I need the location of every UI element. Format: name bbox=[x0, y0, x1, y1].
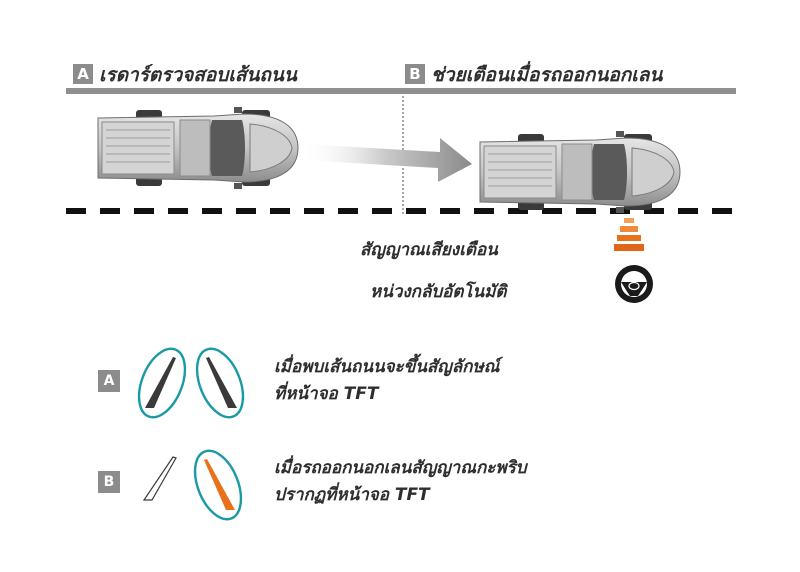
section-a-heading: A เรดาร์ตรวจสอบเส้นถนน bbox=[73, 60, 297, 90]
legend-a-line1: เมื่อพบเส้นถนนจะขึ้นสัญลักษณ์ bbox=[274, 357, 500, 377]
section-b-heading: B ช่วยเตือนเมื่อรถออกนอกเลน bbox=[405, 60, 662, 90]
legend-a-badge: A bbox=[98, 370, 120, 392]
section-b-title: ช่วยเตือนเมื่อรถออกนอกเลน bbox=[431, 64, 663, 86]
caption-warning-sound: สัญญาณเสียงเตือน bbox=[360, 240, 498, 260]
lane-line bbox=[66, 208, 742, 214]
legend-b-line1: เมื่อรถออกนอกเลนสัญญาณกะพริบ bbox=[274, 458, 527, 478]
legend-a-text: เมื่อพบเส้นถนนจะขึ้นสัญลักษณ์ ที่หน้าจอ … bbox=[274, 354, 499, 408]
top-rule bbox=[66, 88, 736, 94]
truck-a-icon bbox=[97, 107, 299, 189]
legend-b-line2: ปรากฏที่หน้าจอ TFT bbox=[274, 485, 430, 505]
lane-warning-icon bbox=[614, 218, 644, 251]
section-b-badge: B bbox=[405, 64, 425, 84]
legend-b-badge: B bbox=[98, 471, 120, 493]
legend-a-line2: ที่หน้าจอ TFT bbox=[274, 384, 379, 404]
caption-auto-steer: หน่วงกลับอัตโนมัติ bbox=[370, 282, 507, 302]
motion-arrow bbox=[300, 138, 472, 182]
lane-detected-icon bbox=[137, 347, 245, 419]
section-a-title: เรดาร์ตรวจสอบเส้นถนน bbox=[99, 64, 297, 86]
legend-b-text: เมื่อรถออกนอกเลนสัญญาณกะพริบ ปรากฏที่หน้… bbox=[274, 455, 527, 509]
truck-b-icon bbox=[479, 131, 681, 213]
steering-wheel-icon bbox=[615, 265, 653, 303]
lane-departure-icon bbox=[142, 449, 243, 521]
section-a-badge: A bbox=[73, 64, 93, 84]
